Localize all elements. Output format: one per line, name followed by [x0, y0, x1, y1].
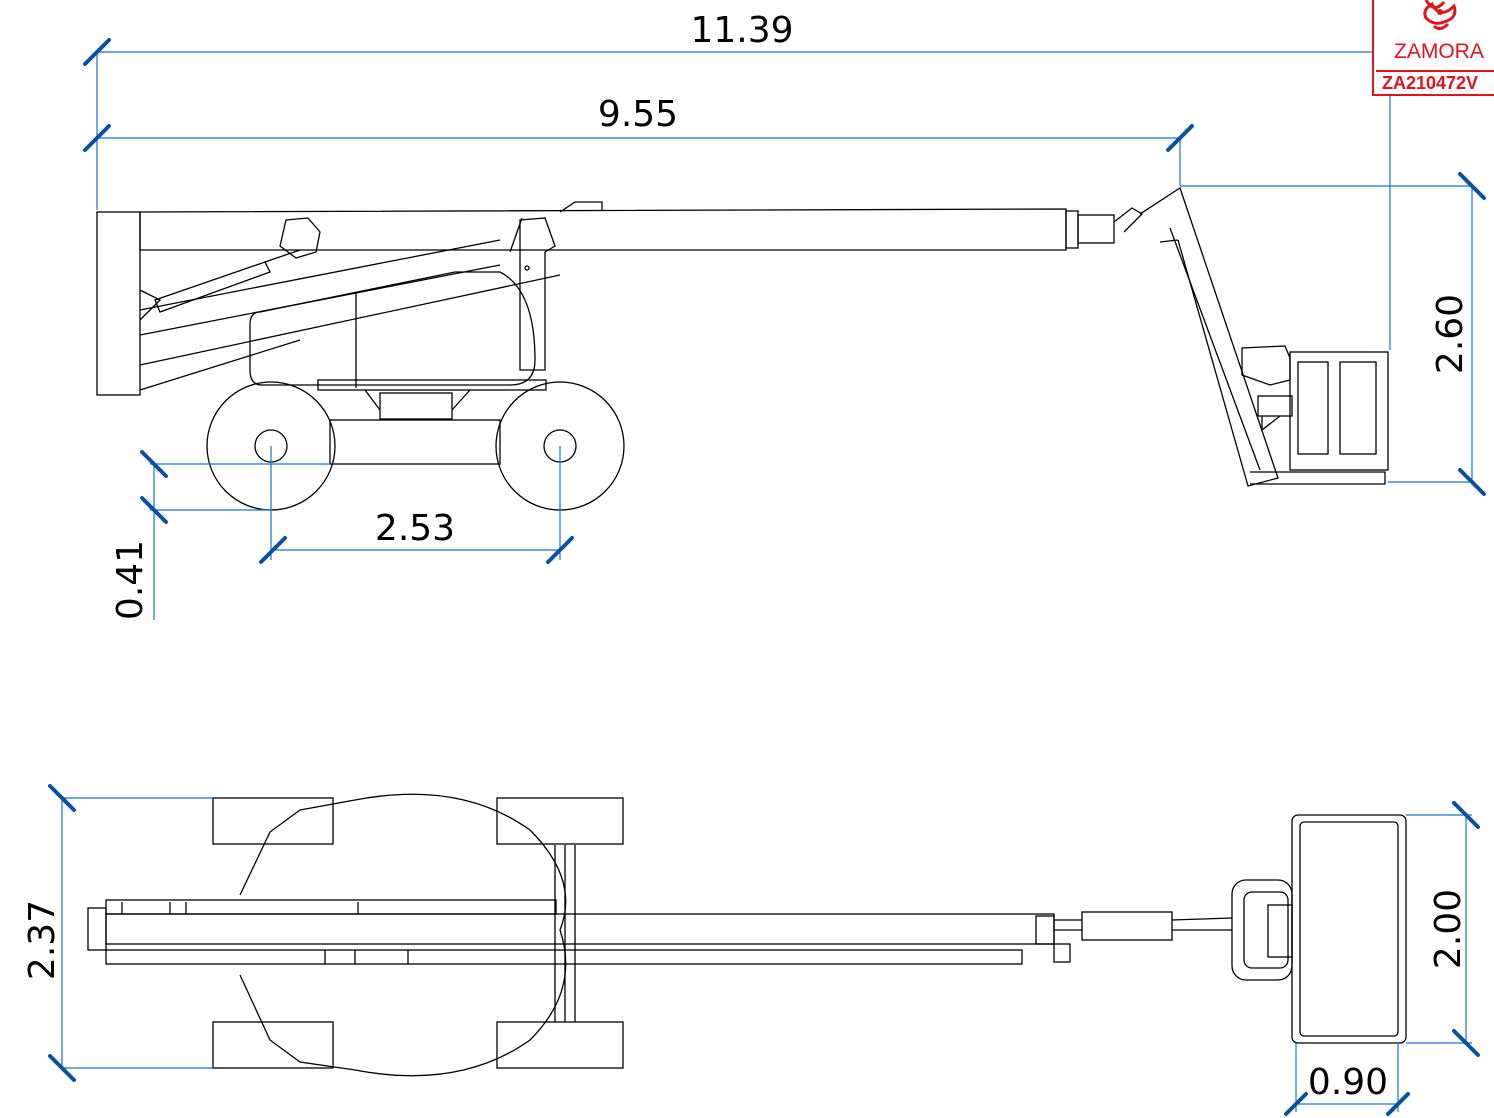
axle-frame — [329, 419, 501, 465]
top-wheel-front-left — [496, 797, 624, 845]
lower-link-3 — [139, 274, 561, 366]
dim-ground-clearance: 0.41 — [110, 540, 151, 620]
dim-platform-depth: 0.90 — [1308, 1062, 1388, 1103]
dim-tick — [546, 536, 574, 564]
top-wheel-rear-left — [212, 797, 334, 845]
dim-tick — [1458, 468, 1486, 496]
dimensions: 11.39 9.55 2.60 2.53 0.41 2.37 — [22, 10, 1486, 1116]
stamp-code: ZA210472V — [1376, 70, 1494, 93]
pivot-hub — [279, 217, 321, 259]
dim-boom-length: 9.55 — [598, 94, 678, 135]
top-jib-cylinder — [1081, 911, 1173, 941]
boom-tip — [1077, 214, 1115, 244]
dim-tick — [1166, 124, 1194, 152]
top-platform-inner — [1299, 821, 1399, 1037]
top-wheel-front-right — [496, 1021, 624, 1069]
dim-tick — [140, 450, 168, 478]
platform-basket — [1289, 351, 1389, 471]
top-rotator-inner — [1243, 891, 1289, 969]
dim-overall-length: 11.39 — [690, 10, 793, 51]
dim-overall-width: 2.37 — [22, 900, 63, 980]
riser-brace — [509, 217, 523, 253]
top-boom-collar — [1035, 915, 1055, 945]
chassis-rails — [554, 845, 576, 1022]
basket-panel-2 — [1339, 361, 1377, 455]
cylinder-rod — [264, 249, 301, 263]
platform-rotator — [1241, 345, 1291, 386]
turntable — [239, 793, 567, 1077]
top-platform-outer — [1291, 814, 1407, 1044]
riser-pin — [524, 265, 530, 271]
top-boom-main — [105, 913, 1055, 945]
lift-cylinder — [154, 261, 271, 313]
dim-tick — [259, 536, 287, 564]
top-jib-link — [1054, 919, 1082, 931]
dim-tick — [1452, 1029, 1480, 1057]
platform-bracket-brace — [1261, 415, 1281, 432]
official-stamp — [1372, 0, 1494, 96]
dim-tick — [1452, 801, 1480, 829]
dim-wheelbase: 2.53 — [375, 508, 455, 549]
top-jib-arm — [1171, 917, 1233, 931]
dim-tick — [48, 784, 76, 812]
stamp-emblem-icon — [1423, 0, 1457, 31]
top-boom-upper-rail — [105, 899, 557, 915]
dim-tick — [1284, 1092, 1308, 1116]
boom-top-detail — [559, 201, 603, 213]
dim-tick — [140, 496, 168, 524]
dim-platform-height: 2.60 — [1430, 294, 1471, 374]
top-view — [87, 793, 1407, 1077]
top-boom-lower-rail — [105, 949, 1023, 965]
dim-tick — [83, 124, 111, 152]
lower-link-1 — [139, 239, 501, 311]
boom-tip-collar — [1065, 210, 1079, 249]
side-view — [96, 186, 1389, 511]
chassis-box — [379, 392, 453, 420]
rear-counterweight — [96, 211, 141, 396]
stamp-city: ZAMORA — [1394, 40, 1484, 63]
top-wheel-rear-right — [212, 1021, 334, 1069]
basket-panel-1 — [1297, 361, 1329, 455]
jib-arm — [1139, 186, 1279, 487]
chassis-top — [317, 379, 547, 391]
dim-tick — [48, 1054, 76, 1082]
lower-link-4 — [139, 339, 301, 391]
cylinder-mount — [139, 289, 162, 321]
turret-riser — [519, 217, 556, 371]
platform-floor — [1250, 471, 1386, 485]
chassis-brackets — [364, 389, 471, 411]
jib-arm-rail — [1169, 227, 1261, 471]
dim-tick — [1458, 172, 1486, 200]
top-platform-rotator — [1231, 879, 1293, 981]
dim-platform-width: 2.00 — [1428, 889, 1469, 969]
top-boom-tip-foot — [1053, 943, 1071, 963]
jib-knuckle — [1113, 207, 1144, 233]
engine-housing — [249, 271, 536, 386]
top-counterweight — [87, 907, 107, 951]
dim-tick — [83, 38, 111, 66]
platform-bracket — [1257, 395, 1293, 417]
boom-main — [139, 208, 1067, 251]
dim-tick — [1386, 1092, 1410, 1116]
